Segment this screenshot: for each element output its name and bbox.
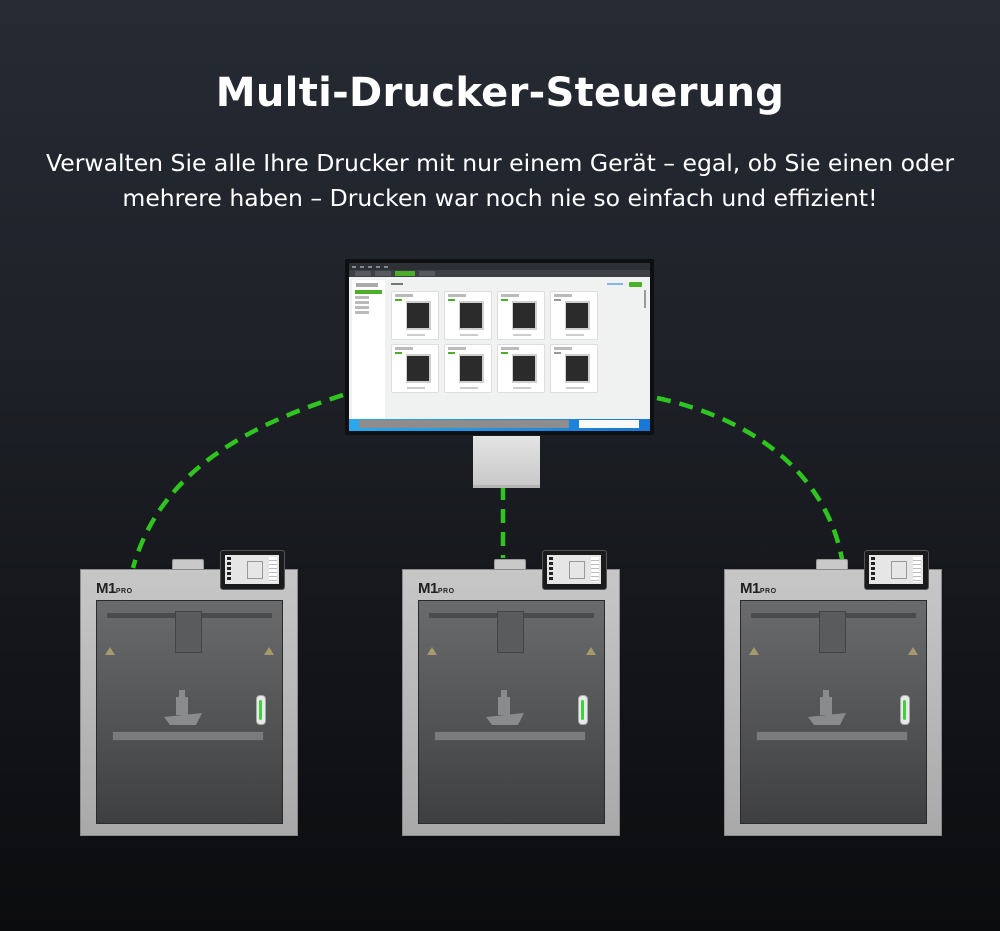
printer-top-handle [494,559,526,570]
sidebar-item[interactable] [355,306,369,309]
printer-card-grid [391,291,642,393]
benchy-model-icon [486,690,524,725]
printer-card[interactable] [444,291,492,340]
connection-line-right [656,395,846,566]
print-bed [112,731,264,741]
printer-card[interactable] [550,344,598,393]
sidebar-item[interactable] [355,301,369,304]
sidebar-item[interactable] [355,296,369,299]
warning-icon [105,647,115,655]
printer-door [96,600,283,824]
app-tab-active[interactable] [395,271,415,276]
connection-line-left [130,392,344,569]
page-title: Multi-Drucker-Steuerung [215,70,785,116]
printer-body: M1PRO [80,569,298,836]
door-handle[interactable] [256,695,266,725]
warning-icon [264,647,274,655]
printer-thumbnail [406,354,431,383]
os-taskbar [349,419,650,431]
app-tab[interactable] [355,271,371,276]
printer-door [418,600,605,824]
printer-management-app-screen [349,263,650,431]
app-tab[interactable] [375,271,391,276]
monitor-stand [473,436,540,488]
printer-top-handle [816,559,848,570]
printer-thumbnail [512,301,537,330]
add-printer-button[interactable] [629,281,642,287]
benchy-model-icon [164,690,202,725]
printer-thumbnail [459,354,484,383]
app-toolbar [391,280,642,288]
page-subtitle: Verwalten Sie alle Ihre Drucker mit nur … [45,149,954,212]
warning-icon [586,647,596,655]
app-main [391,280,646,411]
printer-card[interactable] [550,291,598,340]
scrollbar[interactable] [644,290,646,308]
print-bed [434,731,586,741]
door-handle[interactable] [900,695,910,725]
print-head [175,611,202,653]
printer-card[interactable] [444,344,492,393]
app-sidebar [352,280,385,420]
app-tab[interactable] [419,271,435,276]
warning-icon [908,647,918,655]
monitor [345,259,654,435]
warning-icon [427,647,437,655]
printer-brand: M1PRO [418,580,455,597]
printer-card[interactable] [391,344,439,393]
printer-left: M1PRO [80,550,298,836]
printer-body: M1PRO [402,569,620,836]
printer-thumbnail [565,301,590,330]
printer-brand: M1PRO [740,580,777,597]
taskbar-dock [359,420,569,428]
app-titlebar [349,263,650,270]
printer-door [740,600,927,824]
touchscreen-panel[interactable] [220,550,285,590]
printer-card[interactable] [497,291,545,340]
sidebar-item[interactable] [355,311,369,314]
printer-thumbnail [565,354,590,383]
printer-right: M1PRO [724,550,942,836]
print-bed [756,731,908,741]
printer-thumbnail [459,301,484,330]
warning-icon [749,647,759,655]
app-tabbar [349,270,650,277]
taskbar-tooltip [579,420,639,428]
printer-card[interactable] [391,291,439,340]
print-head [497,611,524,653]
app-logo [356,283,378,287]
section-label [391,283,403,285]
printer-brand: M1PRO [96,580,133,597]
printer-body: M1PRO [724,569,942,836]
printer-center: M1PRO [402,550,620,836]
touchscreen-panel[interactable] [542,550,607,590]
benchy-model-icon [808,690,846,725]
sidebar-item-active[interactable] [355,290,382,294]
print-head [819,611,846,653]
printer-card[interactable] [497,344,545,393]
door-handle[interactable] [578,695,588,725]
printer-thumbnail [406,301,431,330]
printer-thumbnail [512,354,537,383]
toolbar-link[interactable] [607,283,623,285]
printer-top-handle [172,559,204,570]
touchscreen-panel[interactable] [864,550,929,590]
